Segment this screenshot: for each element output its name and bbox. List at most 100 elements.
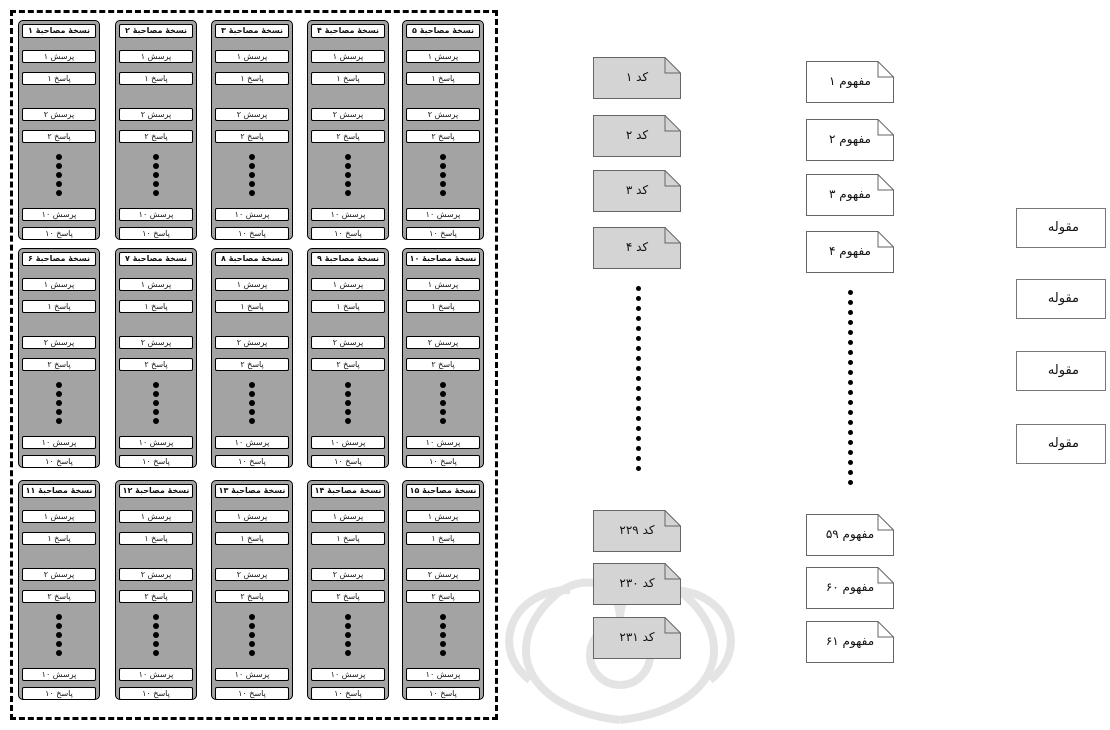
answer-box: پاسخ ۱۰ (406, 687, 480, 700)
answer-box: پاسخ ۱ (22, 300, 96, 313)
question-box: پرسش ۱ (406, 278, 480, 291)
ellipsis-dots (345, 154, 351, 199)
answer-box: پاسخ ۱ (406, 300, 480, 313)
ellipsis-dots (56, 382, 62, 427)
question-box: پرسش ۱ (22, 510, 96, 523)
note-label: کد ۳ (625, 183, 649, 197)
answer-box: پاسخ ۱ (311, 300, 385, 313)
answer-box: پاسخ ۲ (215, 130, 289, 143)
answer-box: پاسخ ۱۰ (406, 455, 480, 468)
note-label: کد ۲۲۹ (619, 523, 655, 537)
question-box: پرسش ۲ (406, 336, 480, 349)
answer-box: پاسخ ۲ (22, 130, 96, 143)
question-box: پرسش ۲ (119, 108, 193, 121)
question-box: پرسش ۱ (215, 278, 289, 291)
question-box: پرسش ۱۰ (119, 436, 193, 449)
question-box: پرسش ۱۰ (215, 668, 289, 681)
interview-title: نسخهٔ مصاحبهٔ ۱۲ (119, 484, 193, 498)
ellipsis-dots (440, 614, 446, 659)
code-note: کد ۳ (593, 170, 681, 212)
question-box: پرسش ۱ (311, 278, 385, 291)
interview-title: نسخهٔ مصاحبهٔ ۱۰ (406, 252, 480, 266)
answer-box: پاسخ ۱۰ (22, 227, 96, 240)
question-box: پرسش ۱۰ (119, 668, 193, 681)
ellipsis-dots (440, 382, 446, 427)
answer-box: پاسخ ۱۰ (215, 227, 289, 240)
ellipsis-dots (440, 154, 446, 199)
answer-box: پاسخ ۱ (406, 72, 480, 85)
question-box: پرسش ۱۰ (311, 208, 385, 221)
question-box: پرسش ۱۰ (22, 436, 96, 449)
note-label: کد ۲۳۰ (619, 576, 655, 590)
question-box: پرسش ۲ (215, 568, 289, 581)
question-box: پرسش ۱۰ (406, 208, 480, 221)
answer-box: پاسخ ۱ (22, 532, 96, 545)
question-box: پرسش ۱ (406, 50, 480, 63)
answer-box: پاسخ ۱۰ (311, 455, 385, 468)
question-box: پرسش ۱۰ (311, 668, 385, 681)
answer-box: پاسخ ۱ (406, 532, 480, 545)
answer-box: پاسخ ۱ (119, 300, 193, 313)
note-label: مفهوم ۲ (829, 132, 871, 146)
category-box: مقوله (1016, 424, 1106, 464)
question-box: پرسش ۲ (311, 108, 385, 121)
ellipsis-dots (153, 154, 159, 199)
answer-box: پاسخ ۱۰ (119, 455, 193, 468)
question-box: پرسش ۱ (119, 50, 193, 63)
question-box: پرسش ۱ (22, 50, 96, 63)
code-note: کد ۲۳۰ (593, 563, 681, 605)
answer-box: پاسخ ۲ (119, 130, 193, 143)
ellipsis-dots (153, 614, 159, 659)
interview-title: نسخهٔ مصاحبهٔ ۵ (406, 24, 480, 38)
question-box: پرسش ۲ (406, 108, 480, 121)
concept-note: مفهوم ۲ (806, 119, 894, 161)
question-box: پرسش ۱۰ (406, 436, 480, 449)
category-box: مقوله (1016, 279, 1106, 319)
note-label: مفهوم ۶۱ (825, 634, 875, 648)
ellipsis-dots (249, 154, 255, 199)
answer-box: پاسخ ۱ (119, 532, 193, 545)
category-box: مقوله (1016, 208, 1106, 248)
answer-box: پاسخ ۲ (311, 358, 385, 371)
answer-box: پاسخ ۲ (215, 590, 289, 603)
answer-box: پاسخ ۱۰ (215, 687, 289, 700)
ellipsis-dots (249, 382, 255, 427)
ellipsis-dots (153, 382, 159, 427)
answer-box: پاسخ ۱ (311, 532, 385, 545)
answer-box: پاسخ ۱۰ (119, 687, 193, 700)
note-label: مفهوم ۵۹ (825, 527, 875, 541)
answer-box: پاسخ ۱۰ (215, 455, 289, 468)
concept-note: مفهوم ۶۱ (806, 621, 894, 663)
codes-ellipsis-dots (636, 286, 642, 476)
note-label: کد ۲ (625, 128, 649, 142)
ellipsis-dots (56, 614, 62, 659)
question-box: پرسش ۱۰ (119, 208, 193, 221)
ellipsis-dots (345, 382, 351, 427)
interview-title: نسخهٔ مصاحبهٔ ۱۵ (406, 484, 480, 498)
answer-box: پاسخ ۲ (119, 590, 193, 603)
question-box: پرسش ۱۰ (215, 208, 289, 221)
question-box: پرسش ۲ (119, 568, 193, 581)
answer-box: پاسخ ۱ (119, 72, 193, 85)
code-note: کد ۴ (593, 227, 681, 269)
question-box: پرسش ۱ (215, 50, 289, 63)
question-box: پرسش ۱ (119, 510, 193, 523)
question-box: پرسش ۱ (119, 278, 193, 291)
answer-box: پاسخ ۲ (215, 358, 289, 371)
answer-box: پاسخ ۱۰ (119, 227, 193, 240)
answer-box: پاسخ ۲ (22, 590, 96, 603)
answer-box: پاسخ ۱ (215, 532, 289, 545)
answer-box: پاسخ ۲ (406, 358, 480, 371)
interview-title: نسخهٔ مصاحبهٔ ۱۱ (22, 484, 96, 498)
interview-title: نسخهٔ مصاحبهٔ ۱ (22, 24, 96, 38)
question-box: پرسش ۱۰ (406, 668, 480, 681)
answer-box: پاسخ ۲ (119, 358, 193, 371)
question-box: پرسش ۱ (311, 510, 385, 523)
question-box: پرسش ۲ (22, 336, 96, 349)
interview-title: نسخهٔ مصاحبهٔ ۹ (311, 252, 385, 266)
answer-box: پاسخ ۱ (311, 72, 385, 85)
note-label: کد ۱ (625, 70, 649, 84)
answer-box: پاسخ ۱۰ (22, 687, 96, 700)
question-box: پرسش ۱۰ (215, 436, 289, 449)
question-box: پرسش ۱۰ (22, 668, 96, 681)
